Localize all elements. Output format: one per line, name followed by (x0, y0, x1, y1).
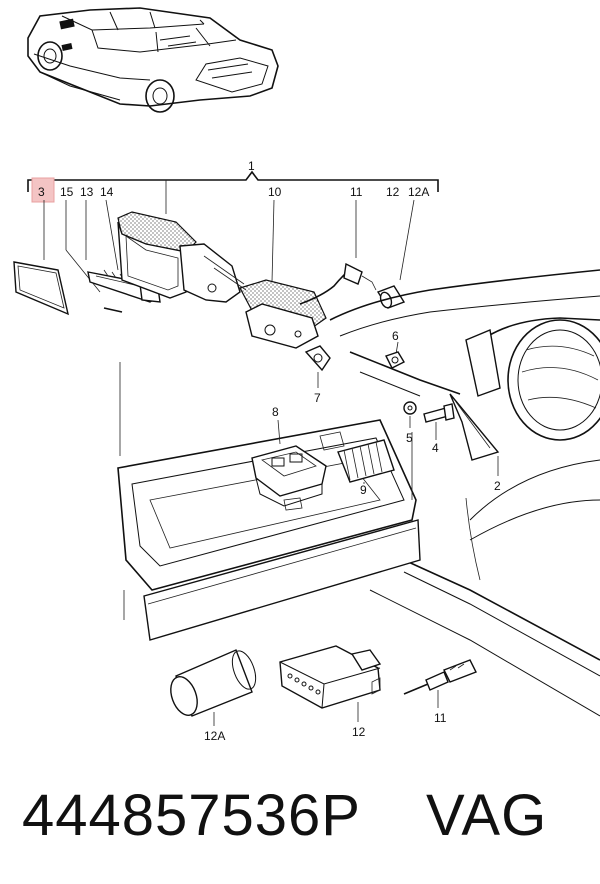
highlight-box (31, 177, 55, 203)
door-trim-panel (117, 362, 421, 641)
footer: 444857536P VAG (22, 776, 582, 856)
mirror-housing-part (117, 211, 241, 303)
callout-label-12a-bottom: 12A (204, 729, 225, 743)
callout-label-6: 6 (392, 329, 399, 343)
callout-label-4: 4 (432, 441, 439, 455)
callout-label-1: 1 (248, 159, 255, 173)
callout-label-5: 5 (406, 431, 413, 445)
callout-label-13: 13 (80, 185, 94, 199)
callout-label-14: 14 (100, 185, 114, 199)
car-body-outline (329, 269, 600, 717)
mirror-glass-part (13, 261, 69, 316)
cable-connector-part (299, 262, 377, 305)
callout-label-8: 8 (272, 405, 279, 419)
switch-housing-part (251, 419, 327, 507)
door-trim-triangle-part (449, 393, 500, 476)
callout-label-12-top: 12 (386, 185, 400, 199)
callout-label-12-bottom: 12 (352, 725, 366, 739)
callout-label-9: 9 (360, 483, 367, 497)
callout-label-3: 3 (38, 185, 45, 199)
plug-housing-part (376, 285, 406, 309)
leader-lines-top (43, 180, 415, 293)
callout-label-2: 2 (494, 479, 501, 493)
mirror-base-part (203, 255, 327, 349)
callout-label-15: 15 (60, 185, 74, 199)
callout-label-11-top: 11 (350, 185, 363, 199)
callout-label-11-bottom: 11 (434, 711, 447, 725)
brand-name: VAG (426, 783, 548, 848)
callout-label-7: 7 (314, 391, 321, 405)
cylinder-plug-part (170, 649, 257, 726)
part-number: 444857536P (22, 783, 361, 848)
fasteners-parts (304, 341, 455, 440)
grommet-bellows-part (337, 439, 395, 484)
callout-label-12a-top: 12A (408, 185, 429, 199)
group-bracket (27, 170, 439, 192)
callout-label-10: 10 (268, 185, 282, 199)
multi-pin-connector-part (279, 645, 382, 722)
car-thumbnail-illustration (27, 7, 279, 113)
terminal-pin-part (403, 659, 477, 708)
